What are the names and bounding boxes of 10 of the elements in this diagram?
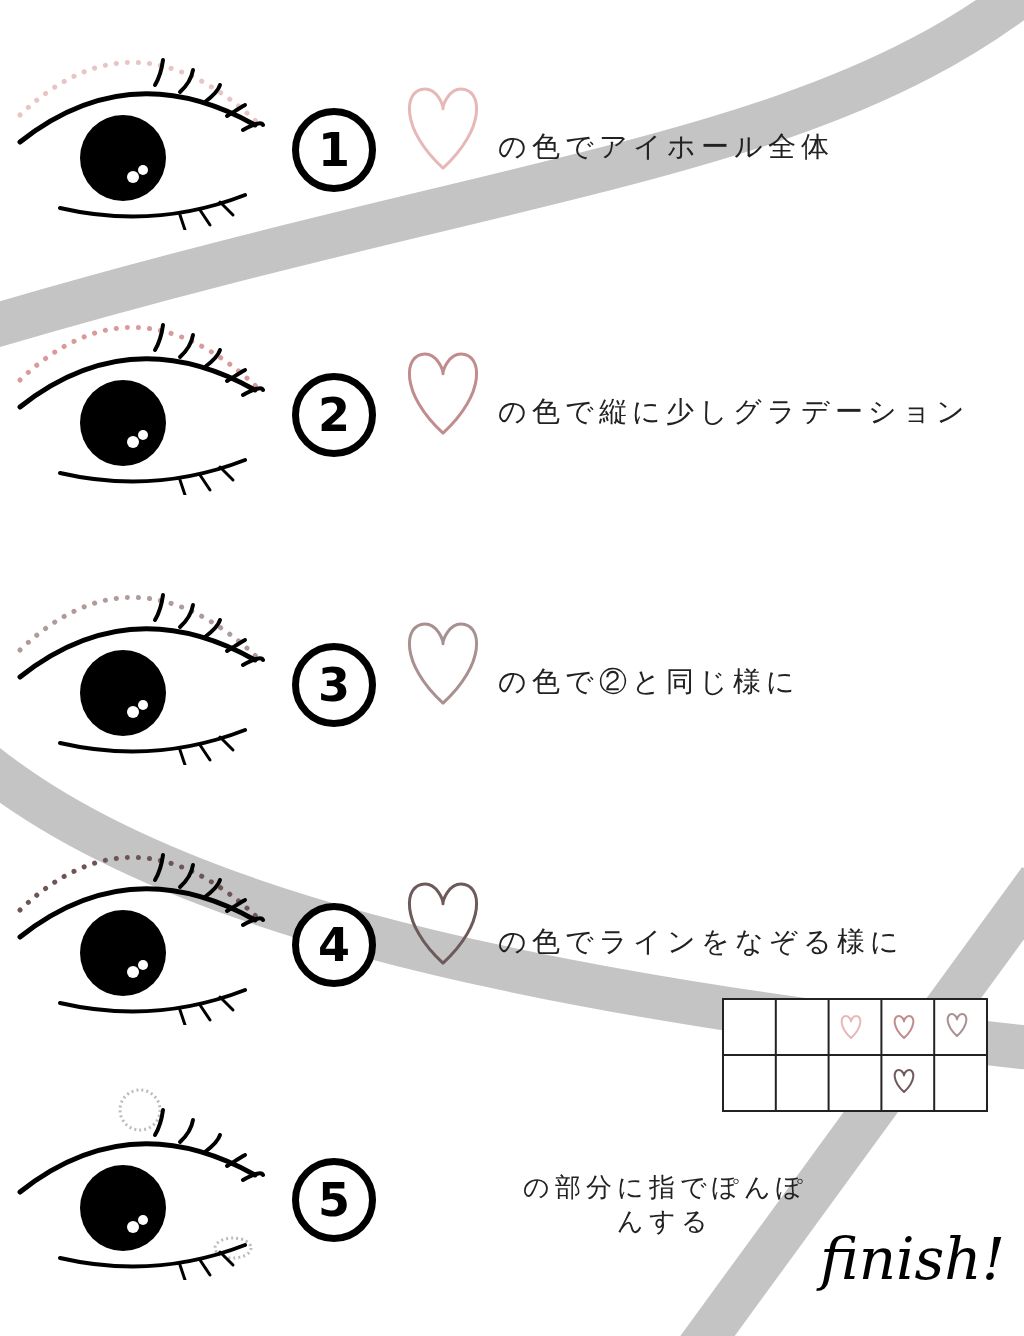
instruction-text: の部分に指でぽんぽんする: [521, 1171, 809, 1238]
step-number: 2: [292, 373, 376, 457]
step-number: 3: [292, 643, 376, 727]
instruction-text: の色でラインをなぞる様に: [498, 924, 904, 960]
step-number: 4: [292, 903, 376, 987]
step-number: 1: [292, 108, 376, 192]
instruction-text: の色で縦に少しグラデーション: [498, 394, 970, 430]
instruction-text: の色でアイホール全体: [498, 129, 834, 165]
step-number: 5: [292, 1158, 376, 1242]
instruction-text: の色で②と同じ様に: [498, 664, 800, 700]
